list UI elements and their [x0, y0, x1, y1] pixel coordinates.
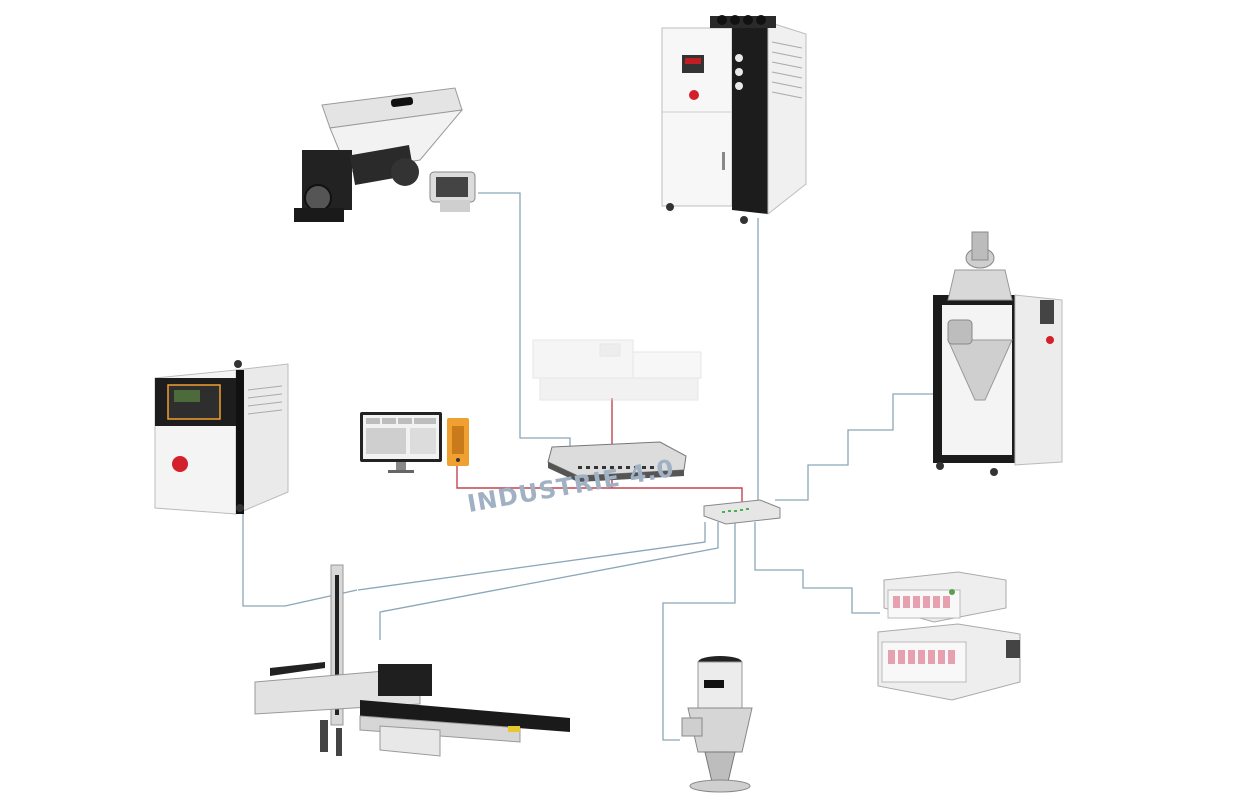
network-switch-icon	[547, 441, 687, 482]
hopper-link	[662, 522, 736, 741]
chiller-icon	[661, 15, 807, 224]
robot-link-a	[357, 522, 706, 591]
temperature-controller-icon	[154, 360, 289, 515]
robot-link-b	[379, 522, 719, 640]
monitor-icon	[360, 412, 442, 473]
control-box-icon	[447, 418, 469, 466]
dosing-unit-icon	[294, 87, 476, 222]
hopper-loader-icon	[681, 656, 753, 793]
network-connections	[242, 192, 935, 741]
hot-runner-controller-icon	[877, 571, 1021, 701]
robot-arm-icon	[254, 564, 570, 757]
network-hub-icon	[703, 499, 781, 525]
doser-link	[478, 192, 571, 450]
dryer-icon	[933, 231, 1063, 476]
hotrunner-link	[754, 522, 880, 614]
injection-machine-icon	[532, 339, 702, 401]
controller-hub-link	[456, 466, 743, 502]
dryer-link	[775, 393, 935, 501]
tcu-link	[242, 500, 358, 607]
